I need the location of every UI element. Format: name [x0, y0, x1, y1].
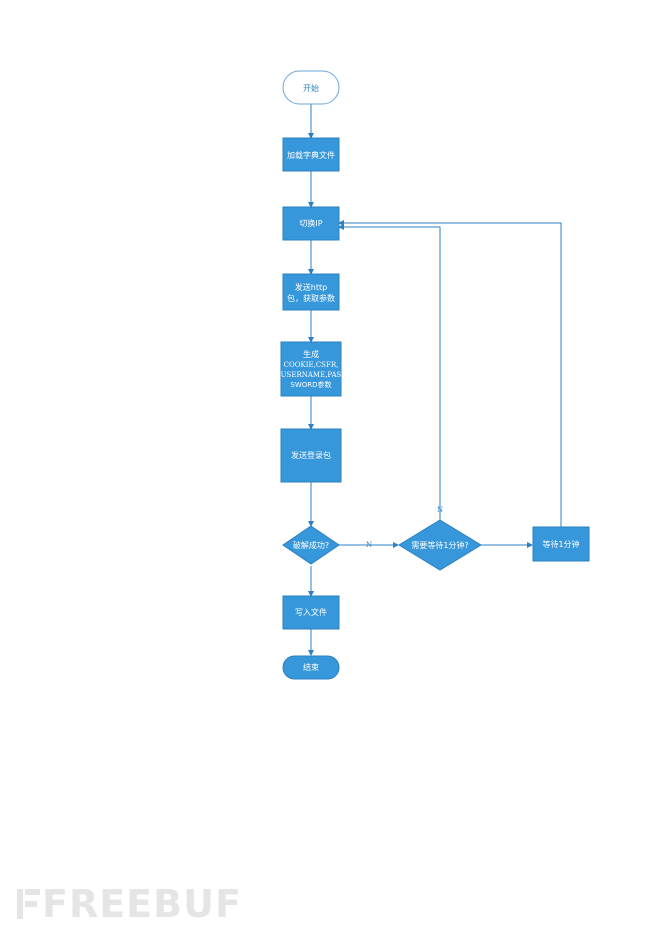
generate-params-label-4: SWORD参数: [290, 380, 331, 389]
wait-one-minute-label: 等待1分钟: [542, 539, 579, 549]
switch-ip-node-label: 切换IP: [299, 218, 322, 228]
switch-ip-node: 切换IP: [282, 206, 340, 241]
load-dict-node: 加载字典文件: [282, 137, 340, 172]
send-login-node: 发送登录包: [280, 428, 342, 483]
crack-success-label: 破解成功?: [293, 540, 329, 550]
send-http-node-label-2: 包，获取参数: [287, 293, 335, 303]
start-node: 开始: [282, 70, 340, 105]
edge-label-crack-fail: N: [366, 541, 372, 549]
write-file-node: 写入文件: [282, 595, 340, 630]
send-http-node-label-1: 发送http: [295, 282, 327, 292]
edge-wait-loop: [338, 220, 562, 527]
generate-params-label-2: COOKIE,CSFR,: [284, 361, 339, 369]
end-node: 结束: [282, 655, 340, 680]
need-wait-decision: 需要等待1分钟?: [398, 519, 482, 571]
generate-params-node: 生成 COOKIE,CSFR, USERNAME,PAS SWORD参数: [280, 341, 342, 397]
edge-wait-check-no-loop: [338, 224, 441, 520]
generate-params-label-3: USERNAME,PAS: [281, 371, 342, 379]
watermark-text: FREEBUF: [42, 882, 242, 926]
send-http-node: 发送http 包，获取参数: [282, 273, 340, 311]
connectors: [308, 104, 562, 656]
write-file-node-label: 写入文件: [295, 607, 327, 617]
load-dict-node-label: 加载字典文件: [287, 150, 335, 160]
edge-label-no-wait: N: [437, 506, 443, 514]
need-wait-label: 需要等待1分钟?: [411, 540, 468, 550]
send-login-node-label: 发送登录包: [291, 450, 331, 460]
start-node-label: 开始: [303, 83, 319, 93]
freebuf-logo-icon: [17, 889, 40, 919]
watermark: FREEBUF: [16, 884, 242, 924]
crack-success-decision: 破解成功?: [282, 525, 340, 565]
generate-params-label-1: 生成: [303, 349, 319, 359]
end-node-label: 结束: [303, 662, 319, 672]
wait-one-minute-node: 等待1分钟: [532, 526, 590, 562]
